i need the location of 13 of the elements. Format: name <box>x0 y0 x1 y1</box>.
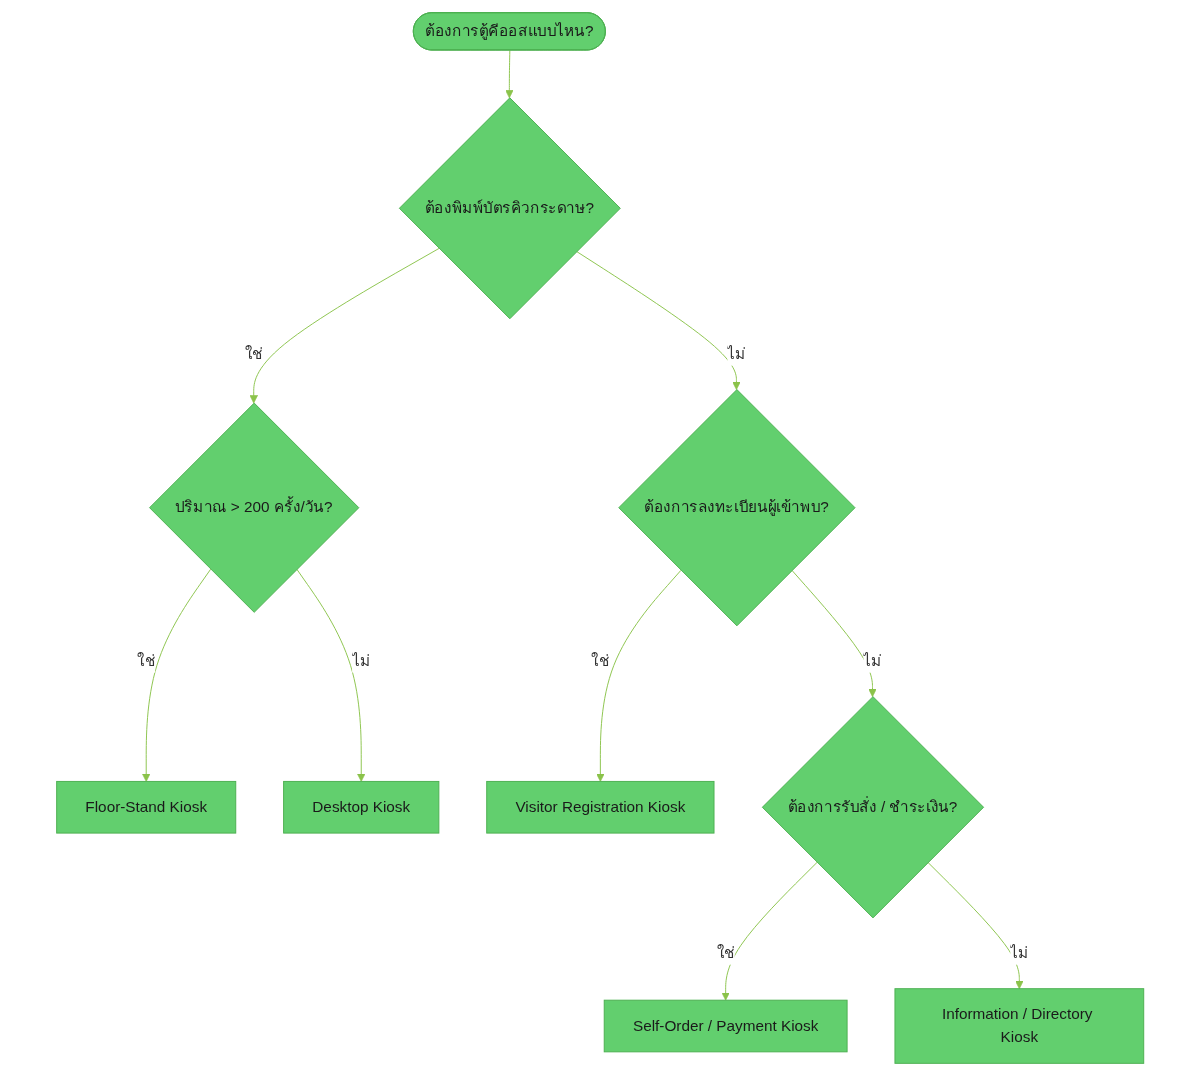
edge-label: ใช่ <box>591 652 610 669</box>
edge-label: ใช่ <box>136 652 156 669</box>
node-box: Visitor Registration Kiosk <box>486 780 715 834</box>
node-diamond: ต้องการรับสั่ง / ชำระเงิน? <box>761 696 984 919</box>
node-box: Floor-Stand Kiosk <box>56 780 237 834</box>
node-diamond: ต้องพิมพ์บัตรคิวกระดาษ? <box>398 97 621 320</box>
node-box: Self-Order / Payment Kiosk <box>603 999 848 1053</box>
node-diamond: ต้องการลงทะเบียนผู้เข้าพบ? <box>618 389 856 627</box>
edge-label: ใช่ <box>716 944 735 961</box>
edge-label: ใช่ <box>244 345 263 362</box>
node-box: Information / Directory Kiosk <box>894 988 1144 1064</box>
node-diamond: ปริมาณ > 200 ครั้ง/วัน? <box>148 402 360 613</box>
node-box: Desktop Kiosk <box>282 780 440 834</box>
